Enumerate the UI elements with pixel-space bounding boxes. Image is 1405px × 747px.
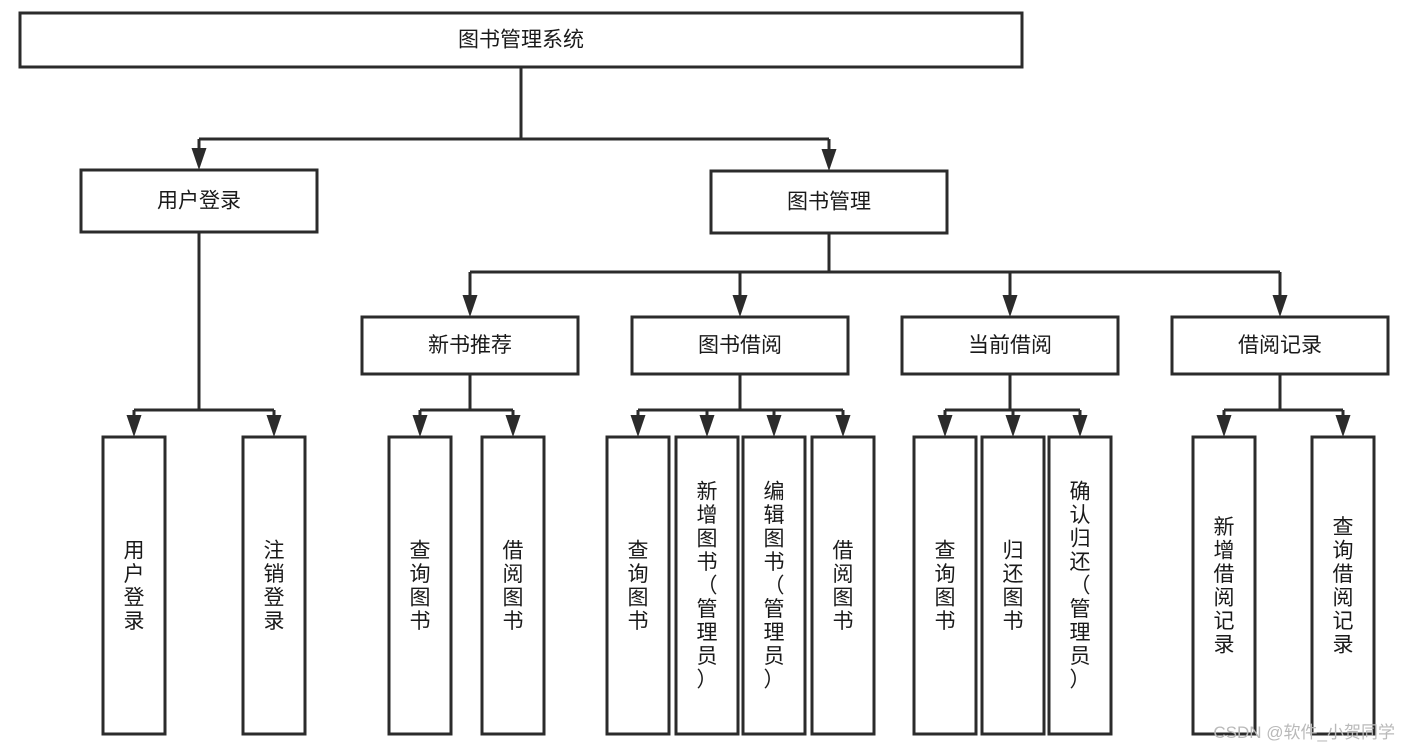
node-label-current-borrow: 当前借阅: [968, 334, 1052, 357]
edge-group-book-manage: [462, 233, 1288, 317]
node-box-leaf-query-book-rec: [387, 435, 453, 736]
node-label-leaf-edit-book: 编辑图书（管理员）: [764, 480, 785, 691]
node-leaf-user-login[interactable]: 用户登录: [101, 435, 167, 736]
node-box-user-login: [79, 168, 319, 234]
arrow-head-icon: [191, 148, 207, 170]
node-label-leaf-confirm-return: 确认归还（管理员）: [1070, 480, 1091, 691]
node-leaf-query-book-cur[interactable]: 查询图书: [912, 435, 978, 736]
node-box-current-borrow: [900, 315, 1120, 376]
node-label-leaf-query-record: 查询借阅记录: [1333, 515, 1354, 656]
arrow-head-icon: [766, 415, 782, 437]
node-leaf-confirm-return[interactable]: 确认归还（管理员）: [1047, 435, 1113, 736]
node-box-leaf-return-book: [980, 435, 1046, 736]
edge-group-new-book-recommend: [412, 374, 521, 437]
arrow-head-icon: [412, 415, 428, 437]
node-label-leaf-borrow-book-rec: 借阅图书: [503, 539, 524, 633]
node-leaf-borrow-book-rec[interactable]: 借阅图书: [480, 435, 546, 736]
node-box-leaf-query-book-cur: [912, 435, 978, 736]
arrow-head-icon: [1272, 295, 1288, 317]
node-box-leaf-add-book: [674, 435, 740, 736]
arrow-head-icon: [821, 149, 837, 171]
edge-group-borrow-record: [1216, 374, 1351, 437]
edges-layer: [126, 67, 1351, 437]
node-leaf-edit-book[interactable]: 编辑图书（管理员）: [741, 435, 807, 736]
node-box-leaf-borrow-book-rec: [480, 435, 546, 736]
node-leaf-logout[interactable]: 注销登录: [241, 435, 307, 736]
node-label-borrow-record: 借阅记录: [1238, 334, 1322, 357]
arrow-head-icon: [1216, 415, 1232, 437]
node-leaf-add-record[interactable]: 新增借阅记录: [1191, 435, 1257, 736]
arrow-head-icon: [1335, 415, 1351, 437]
node-label-root: 图书管理系统: [458, 29, 584, 52]
edge-group-root: [191, 67, 837, 171]
arrow-head-icon: [732, 295, 748, 317]
arrow-head-icon: [835, 415, 851, 437]
arrow-head-icon: [462, 295, 478, 317]
node-box-borrow-record: [1170, 315, 1390, 376]
edge-group-current-borrow: [937, 374, 1088, 437]
node-label-new-book-recommend: 新书推荐: [428, 334, 512, 357]
node-book-borrow[interactable]: 图书借阅: [630, 315, 850, 376]
node-label-leaf-add-record: 新增借阅记录: [1214, 515, 1235, 656]
node-box-leaf-logout: [241, 435, 307, 736]
node-root[interactable]: 图书管理系统: [18, 11, 1024, 69]
node-label-book-manage: 图书管理: [787, 191, 871, 214]
node-label-leaf-borrow-book: 借阅图书: [833, 539, 854, 633]
node-label-book-borrow: 图书借阅: [698, 334, 782, 357]
node-leaf-add-book[interactable]: 新增图书（管理员）: [674, 435, 740, 736]
node-book-manage[interactable]: 图书管理: [709, 169, 949, 235]
nodes-layer: 图书管理系统用户登录图书管理新书推荐图书借阅当前借阅借阅记录用户登录注销登录查询…: [18, 11, 1390, 736]
node-box-leaf-add-record: [1191, 435, 1257, 736]
node-box-leaf-confirm-return: [1047, 435, 1113, 736]
node-leaf-query-record[interactable]: 查询借阅记录: [1310, 435, 1376, 736]
node-box-leaf-query-book-borrow: [605, 435, 671, 736]
node-box-leaf-query-record: [1310, 435, 1376, 736]
edge-group-book-borrow: [630, 374, 851, 437]
node-user-login[interactable]: 用户登录: [79, 168, 319, 234]
node-label-leaf-user-login: 用户登录: [124, 539, 145, 633]
node-leaf-query-book-borrow[interactable]: 查询图书: [605, 435, 671, 736]
node-box-leaf-user-login: [101, 435, 167, 736]
node-box-leaf-borrow-book: [810, 435, 876, 736]
node-label-leaf-query-book-cur: 查询图书: [935, 539, 956, 633]
node-leaf-query-book-rec[interactable]: 查询图书: [387, 435, 453, 736]
node-leaf-borrow-book[interactable]: 借阅图书: [810, 435, 876, 736]
node-borrow-record[interactable]: 借阅记录: [1170, 315, 1390, 376]
edge-group-user-login: [126, 232, 282, 437]
node-label-leaf-logout: 注销登录: [264, 539, 285, 633]
node-label-user-login: 用户登录: [157, 190, 241, 213]
node-label-leaf-add-book: 新增图书（管理员）: [697, 480, 718, 691]
arrow-head-icon: [1072, 415, 1088, 437]
node-box-book-manage: [709, 169, 949, 235]
node-new-book-recommend[interactable]: 新书推荐: [360, 315, 580, 376]
arrow-head-icon: [1002, 295, 1018, 317]
node-label-leaf-query-book-rec: 查询图书: [410, 539, 431, 633]
node-label-leaf-return-book: 归还图书: [1003, 539, 1024, 633]
node-current-borrow[interactable]: 当前借阅: [900, 315, 1120, 376]
node-label-leaf-query-book-borrow: 查询图书: [628, 539, 649, 633]
arrow-head-icon: [699, 415, 715, 437]
node-box-root: [18, 11, 1024, 69]
arrow-head-icon: [630, 415, 646, 437]
node-box-book-borrow: [630, 315, 850, 376]
arrow-head-icon: [1005, 415, 1021, 437]
arrow-head-icon: [126, 415, 142, 437]
arrow-head-icon: [266, 415, 282, 437]
arrow-head-icon: [505, 415, 521, 437]
node-box-new-book-recommend: [360, 315, 580, 376]
node-leaf-return-book[interactable]: 归还图书: [980, 435, 1046, 736]
arrow-head-icon: [937, 415, 953, 437]
watermark-text: CSDN @软件_小贺同学: [1213, 723, 1395, 742]
node-box-leaf-edit-book: [741, 435, 807, 736]
